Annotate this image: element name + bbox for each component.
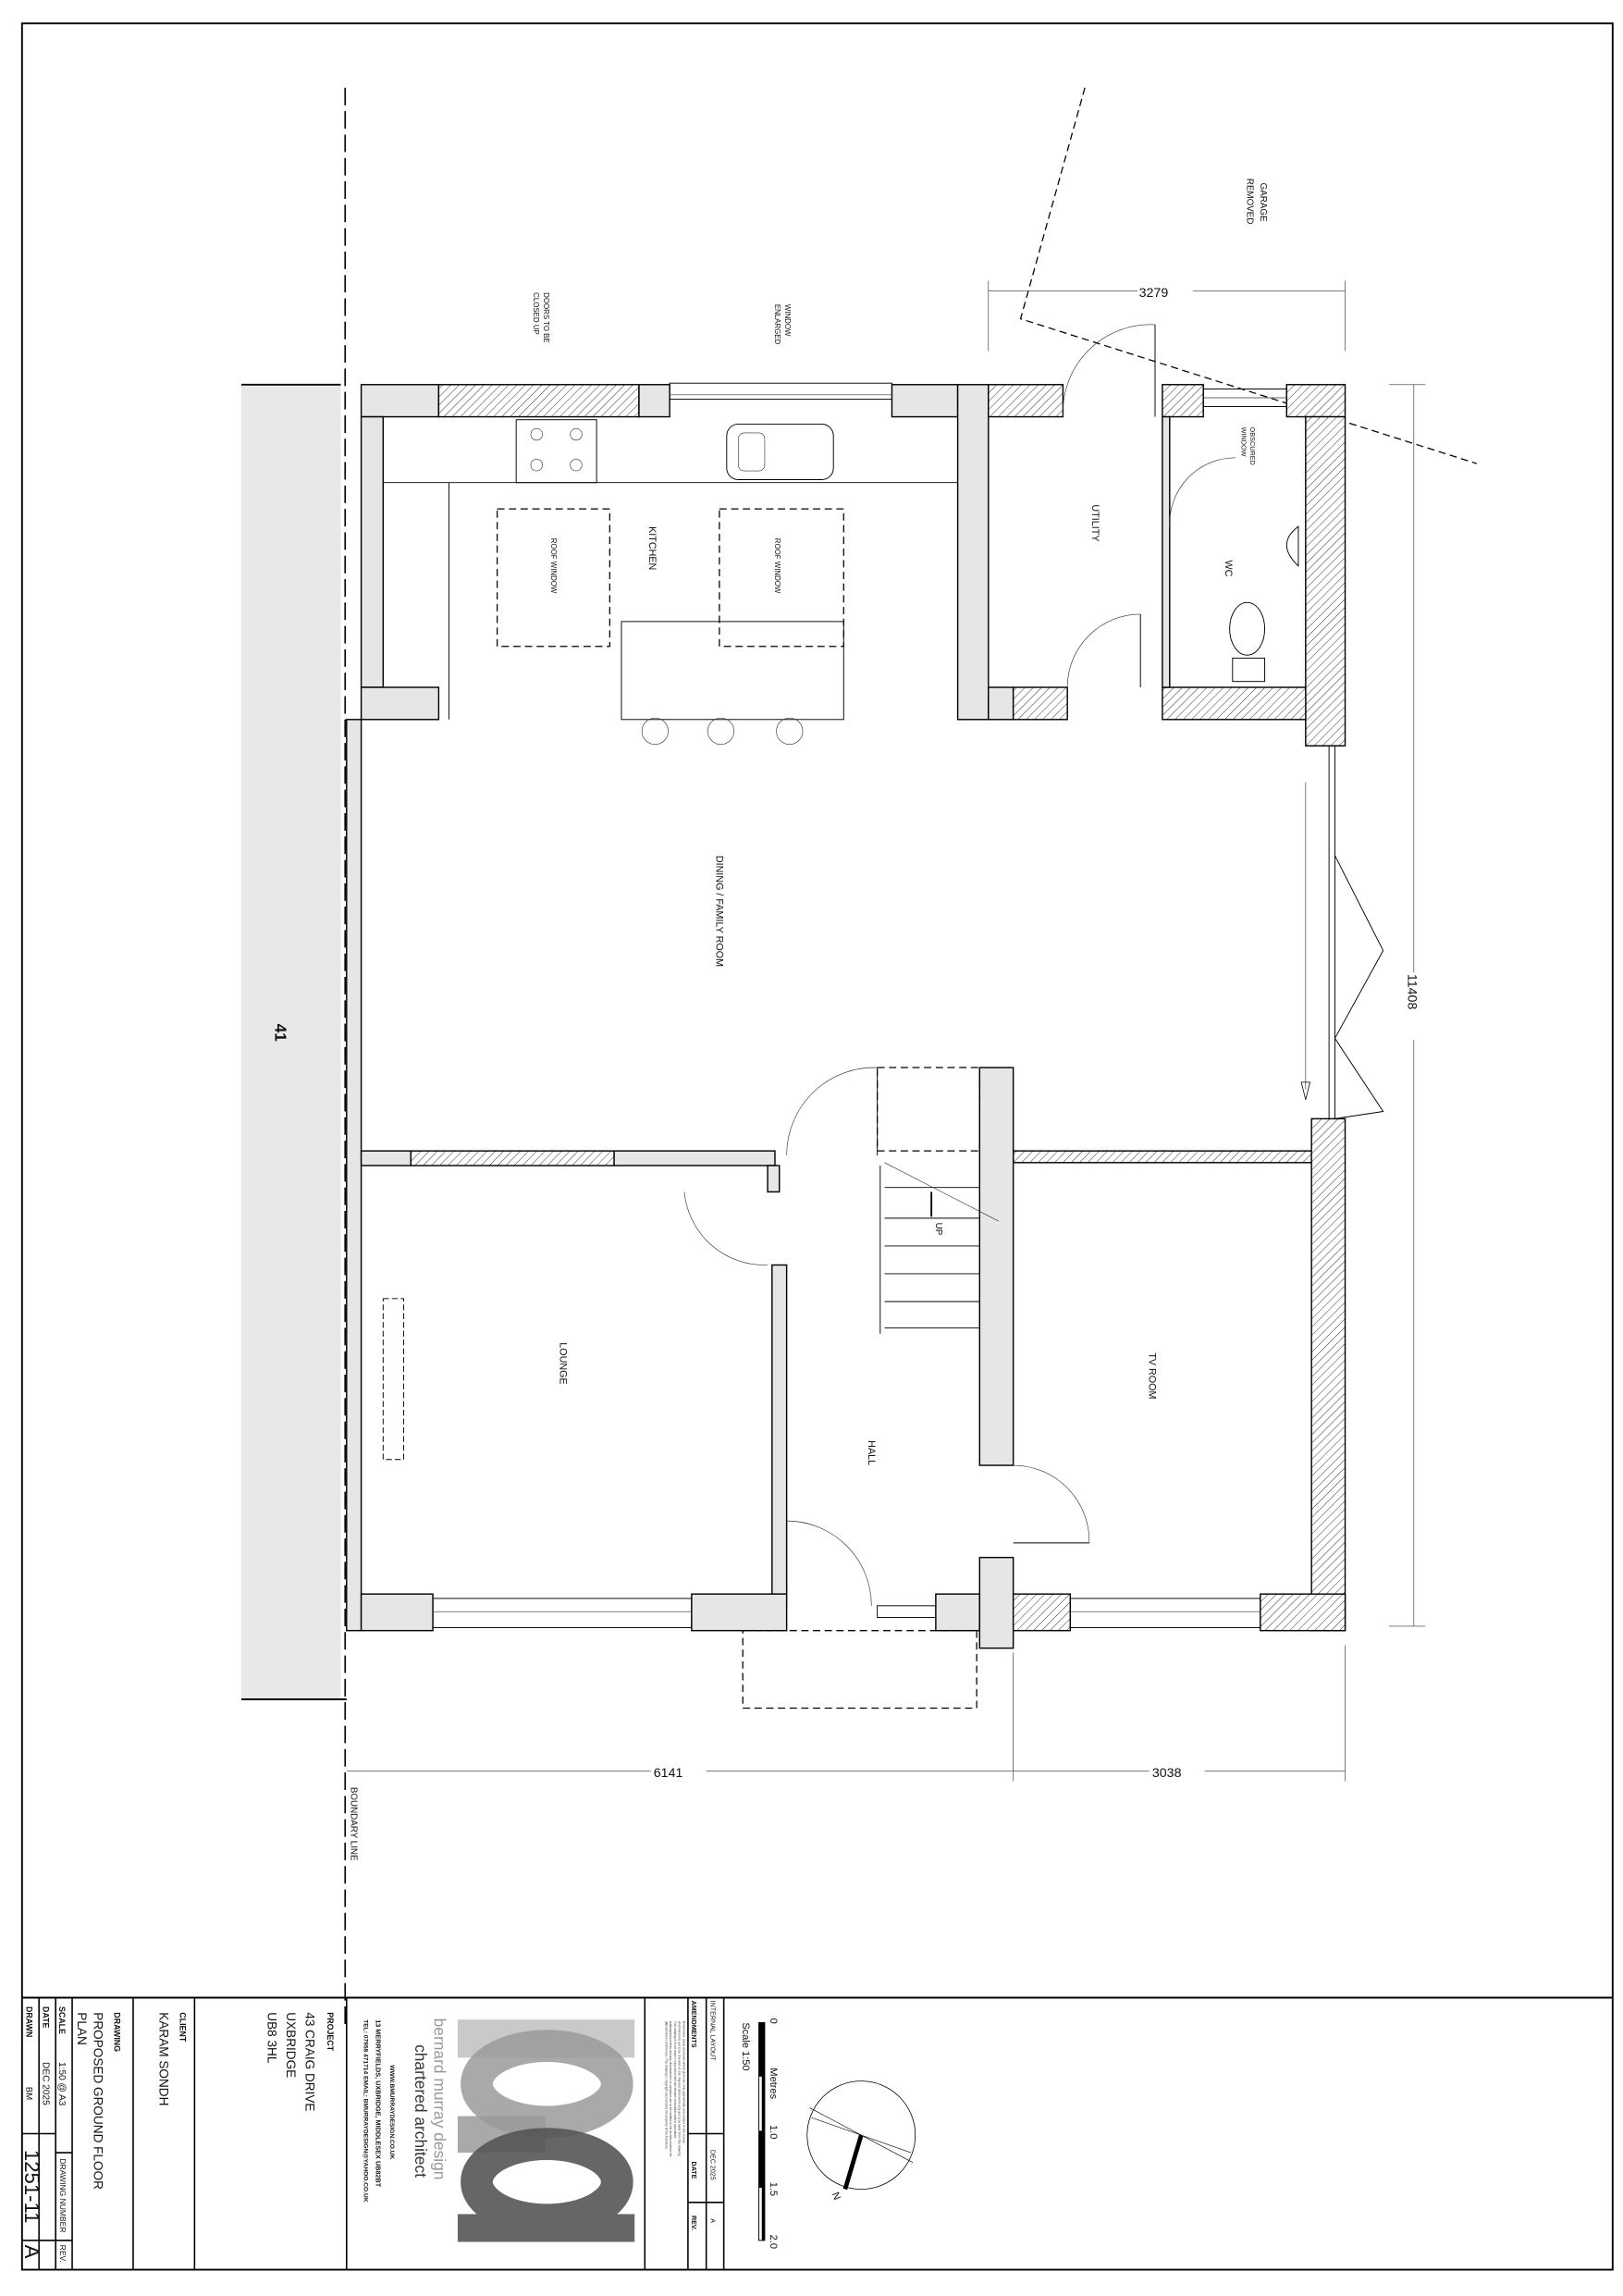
amendments-date-header: DATE — [690, 2162, 697, 2179]
amendments-header: AMENDMENTS — [690, 2001, 697, 2048]
note-line: ENLARGED — [773, 304, 781, 345]
note-line: Dimensions, areas and levels where given… — [682, 2021, 685, 2143]
hob-icon — [515, 419, 597, 484]
note-line: WINDOW — [783, 304, 792, 337]
sink-icon — [726, 423, 834, 481]
amendments-rev-header: REV. — [690, 2216, 697, 2230]
scale-bar: 0 Metres 1.0 1.5 2.0 Scale 1:50 — [740, 2018, 779, 2249]
amendment-date: DEC 2025 — [708, 2150, 716, 2180]
kitchen-fittings: ROOF WINDOW ROOF WINDOW — [383, 419, 958, 745]
dim-front-left: 6141 — [654, 1766, 683, 1781]
dim-top: 3279 — [1139, 286, 1169, 301]
windows — [432, 382, 1287, 1629]
firm-website: WWW.BMURRAYDESIGN.CO.UK — [388, 2065, 395, 2159]
firm-name: bernard murray design — [431, 2018, 449, 2180]
drawing-title-line: PROPOSED GROUND FLOOR — [91, 2012, 105, 2190]
neighbour-property: 41 — [240, 383, 347, 1700]
toilet-icon — [1229, 601, 1266, 656]
firm-contact: TEL: 07958 471714 EMAIL: BMURRAYDESIGN@Y… — [363, 2019, 369, 2203]
project-address-line: 43 CRAIG DRIVE — [303, 2012, 317, 2111]
north-arrow-icon: N — [806, 2080, 916, 2202]
fireplace-outline — [382, 1298, 404, 1461]
kitchen-island — [621, 621, 844, 721]
rev-label: REV. — [58, 2245, 68, 2263]
firm-logo — [457, 2019, 635, 2242]
room-kitchen: KITCHEN — [646, 526, 658, 570]
firm-subtitle: chartered architect — [412, 2044, 430, 2178]
north-label: N — [830, 2191, 842, 2202]
sheet-border — [20, 22, 1614, 2271]
drawing-label: DRAWING — [112, 2012, 121, 2052]
note-line: CLOSED UP — [532, 292, 540, 335]
project-label: PROJECT — [326, 2012, 335, 2051]
scale-tick: 2.0 — [768, 2235, 779, 2249]
stair-up-label: UP — [933, 1223, 943, 1236]
drawing-number: 1251-11 — [20, 2150, 43, 2224]
neighbour-number: 41 — [271, 1024, 289, 1043]
project-address-line: UB8 3HL — [264, 2012, 278, 2064]
date-label: DATE — [42, 2006, 51, 2029]
amendments-notes: Dimensions, areas and levels where given… — [664, 2021, 685, 2157]
date-value: DEC 2025 — [41, 2062, 51, 2105]
note-line: drawings/documents and any discrepancies… — [669, 2021, 672, 2157]
client-name: KARAM SONDH — [156, 2012, 170, 2105]
window-enlarged-note: WINDOW ENLARGED — [773, 304, 792, 345]
title-block: DRAWN BM DATE DEC 2025 SCALE 1:50 @ A3 D… — [20, 1996, 1613, 2270]
note-line: affected work commences. This drawing is… — [664, 2021, 668, 2150]
note-line: WINDOW — [1239, 427, 1248, 457]
garage-removed-note: GARAGE REMOVED — [1245, 179, 1268, 225]
note-line: All dimensions are to be checked on site… — [678, 2021, 682, 2157]
bifold-doors — [1300, 746, 1384, 1119]
dim-front-right: 3038 — [1152, 1766, 1182, 1781]
room-labels: KITCHEN UTILITY WC DINING / FAMILY ROOM … — [558, 504, 1234, 1465]
garage-removed-outline — [1019, 87, 1477, 464]
garage-note-line: REMOVED — [1245, 179, 1255, 225]
roof-window-1 — [496, 508, 610, 648]
scale-tick: 1.5 — [768, 2182, 779, 2196]
room-utility: UTILITY — [1089, 504, 1100, 541]
room-wc: WC — [1223, 560, 1234, 576]
room-hall: HALL — [866, 1440, 877, 1465]
note-line: DOORS TO BE — [542, 292, 550, 343]
basin-icon — [1285, 525, 1299, 567]
scale-caption: Scale 1:50 — [740, 2022, 751, 2070]
project-address-line: UXBRIDGE — [284, 2012, 298, 2078]
roof-window-label: ROOF WINDOW — [773, 538, 781, 594]
doors-closed-note: DOORS TO BE CLOSED UP — [532, 292, 550, 343]
client-label: CLIENT — [178, 2012, 188, 2043]
amendment-entry: INTERNAL LAYOUT — [708, 2001, 716, 2061]
amendment-rev: A — [708, 2218, 716, 2223]
drawing-number-label: DRAWING NUMBER — [58, 2158, 68, 2232]
scale-label: SCALE — [57, 2006, 67, 2034]
roof-window-2 — [719, 508, 844, 648]
scale-tick: 0 — [768, 2018, 779, 2024]
scale-unit: Metres — [768, 2068, 779, 2099]
drawn-value: BM — [24, 2087, 34, 2100]
room-lounge: LOUNGE — [558, 1342, 569, 1384]
roof-window-label: ROOF WINDOW — [549, 538, 558, 594]
scale-value: 1:50 @ A3 — [56, 2062, 67, 2106]
boundary-line-label: BOUNDARY LINE — [349, 1787, 359, 1861]
walls — [346, 384, 1346, 1649]
dim-depth: 11408 — [1405, 974, 1420, 1010]
porch-outline — [742, 1630, 977, 1710]
rev-value: A — [20, 2245, 43, 2259]
staircase: UP — [877, 1067, 999, 1334]
drawing-title-line: PLAN — [75, 2012, 89, 2044]
room-dining: DINING / FAMILY ROOM — [714, 856, 725, 967]
dimensions: 3279 11408 6141 3038 — [346, 280, 1426, 1782]
room-tv: TV ROOM — [1147, 1352, 1158, 1399]
note-line: OBSCURED — [1248, 427, 1257, 465]
drawn-label: DRAWN — [25, 2006, 34, 2037]
wc-fittings: OBSCURED WINDOW — [1229, 427, 1299, 683]
garage-note-line: GARAGE — [1258, 183, 1268, 222]
note-line: This drawing is to be read in conjunctio… — [673, 2021, 677, 2139]
floor-plan: 41 BOUNDARY LINE GARAGE REMOVED WINDOW E… — [240, 87, 1477, 2026]
firm-address: 13 MERRYFIELDS, UXBRIDGE, MIDDLESEX UB82… — [374, 2019, 382, 2188]
scale-tick: 1.0 — [768, 2125, 779, 2139]
